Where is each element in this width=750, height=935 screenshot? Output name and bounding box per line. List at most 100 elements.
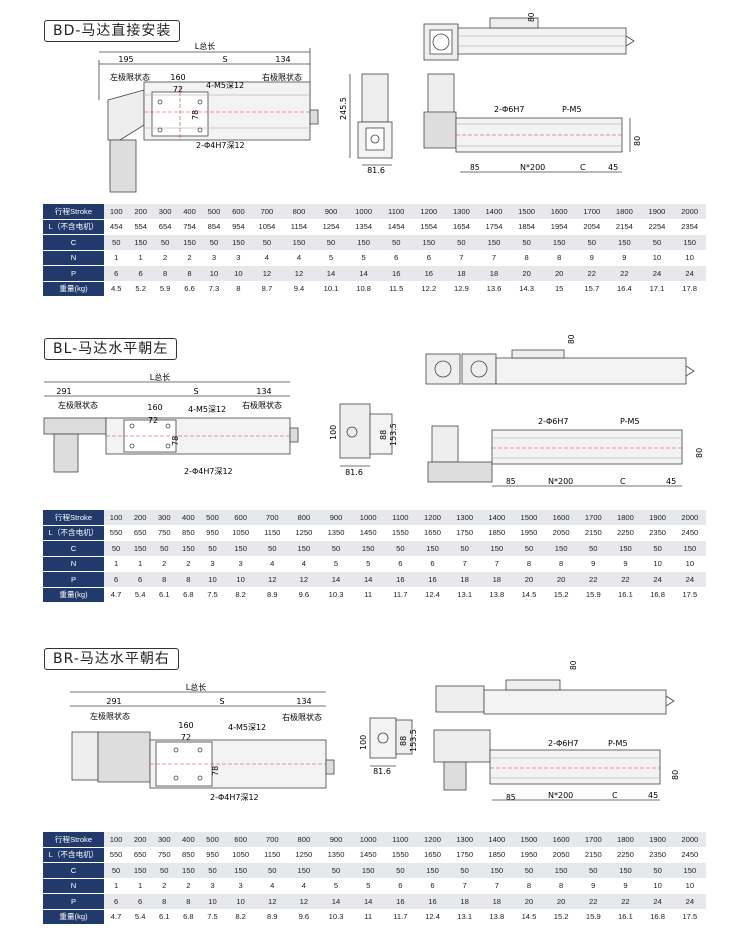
dim-carriage: 160 [147,403,162,412]
table-cell: 10 [201,265,227,281]
dim-tap: 4-M5深12 [188,405,226,414]
table-cell: 50 [512,540,546,556]
table-cell: 22 [577,571,610,587]
table-cell: 1050 [224,847,257,863]
table-cell: 2450 [673,847,706,863]
table-cell: 900 [319,832,353,847]
table-cell: 2 [152,250,178,266]
table-cell: 550 [104,847,129,863]
table-cell: 1 [128,250,153,266]
dim-side-tap: P-M5 [562,105,582,114]
table-cell: 12.9 [445,281,478,297]
table-cell: 6.8 [176,587,201,603]
table-cell: 1700 [575,204,609,219]
row-label: P [43,571,104,588]
table-cell: 11.5 [379,281,413,297]
table-cell: 150 [673,862,706,878]
table-cell: 50 [104,862,129,878]
table-cell: 22 [609,571,642,587]
table-cell: 1350 [319,525,353,541]
table-cell: 8 [542,250,576,266]
table-cell: 18 [448,893,481,909]
table-cell: 50 [448,540,481,556]
table-cell: 3 [226,250,251,266]
table-cell: 24 [673,893,706,909]
table-cell: 1000 [352,510,385,525]
table-cell: 150 [609,862,642,878]
right-state-label: 右极限状态 [262,72,302,82]
table-cell: 6.1 [152,587,177,603]
table-cell: 150 [347,234,380,250]
table-cell: 1750 [448,847,481,863]
table-cell: 50 [201,234,227,250]
table-cell: 8 [226,281,251,297]
table-cell: 400 [176,832,201,847]
table-cell: 150 [477,234,511,250]
table-cell: 954 [226,219,251,235]
dim-end-height: 100 [329,425,338,440]
table-cell: 750 [152,847,177,863]
table-cell: 4 [256,878,288,894]
table-cell: 150 [176,862,201,878]
dim-height: 78 [191,110,200,120]
table-cell: 8 [152,265,178,281]
table-cell: 6 [384,878,417,894]
table-cell: 850 [176,525,201,541]
table-cell: 17.5 [673,587,706,603]
table-cell: 150 [416,540,449,556]
table-cell: 50 [200,862,225,878]
dim-top-height: 80 [527,12,536,22]
table-cell: 3 [224,556,257,572]
table-cell: 9 [609,878,642,894]
table-cell: 13.1 [448,909,481,925]
dim-b: 45 [666,477,676,486]
table-cell: 10 [673,250,706,266]
table-cell: 1600 [542,204,576,219]
dim-carriage: 160 [170,73,185,82]
table-cell: 1400 [480,510,513,525]
table-cell: 1654 [445,219,478,235]
table-cell: 1000 [347,204,380,219]
table-cell: 4 [287,556,320,572]
table-cell: 1100 [384,510,417,525]
table-cell: 9.4 [283,281,315,297]
table-cell: 12 [256,571,288,587]
table-cell: 9 [608,250,641,266]
table-cell: 14 [319,571,353,587]
row-label: N [43,250,104,266]
table-cell: 10.8 [347,281,380,297]
dim-left-offset: 291 [56,387,71,396]
table-cell: 1250 [287,847,320,863]
table-cell: 800 [283,204,315,219]
dim-hole-spacing: 72 [181,733,191,742]
table-cell: 12.4 [416,909,449,925]
table-cell: 14.5 [512,909,546,925]
table-cell: 1700 [577,510,610,525]
table-cell: 7.5 [200,587,225,603]
row-label: P [43,893,104,910]
table-cell: 1754 [477,219,511,235]
table-cell: 1000 [352,832,385,847]
dim-left-offset: 291 [106,697,121,706]
row-label: 行程Stroke [43,510,104,526]
table-cell: 13.1 [448,587,481,603]
table-cell: 14.3 [510,281,543,297]
table-cell: 16 [384,893,417,909]
table-cell: 10 [673,556,706,572]
table-cell: 300 [152,204,178,219]
table-cell: 150 [283,234,315,250]
table-cell: 5.2 [128,281,153,297]
table-cell: 10 [640,250,674,266]
table-cell: 1850 [480,525,513,541]
table-cell: 1450 [352,525,385,541]
table-cell: 10.3 [319,587,353,603]
table-cell: 50 [640,234,674,250]
table-cell: 22 [608,265,641,281]
table-cell: 16 [416,571,449,587]
table-cell: 5 [352,878,385,894]
table-cell: 13.8 [480,909,513,925]
dim-pitch: N*200 [548,477,573,486]
table-cell: 550 [104,525,129,541]
table-cell: 150 [352,540,385,556]
